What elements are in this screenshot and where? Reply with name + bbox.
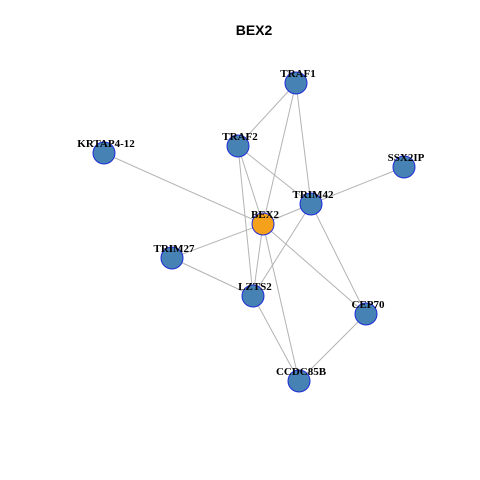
node-label: TRAF2	[222, 131, 258, 143]
node-cep70: CEP70	[352, 299, 386, 326]
node-trim27: TRIM27	[154, 243, 195, 270]
node-label: TRIM42	[293, 189, 334, 201]
node-label: BEX2	[251, 209, 280, 221]
node-circle	[241, 284, 265, 308]
node-circle	[299, 192, 323, 216]
node-label: SSX2IP	[388, 152, 425, 164]
node-bex2: BEX2	[251, 209, 280, 236]
node-label: CCDC85B	[276, 366, 327, 378]
node-label: TRAF1	[280, 68, 315, 80]
node-lzts2: LZTS2	[238, 281, 272, 308]
node-label: LZTS2	[238, 281, 272, 293]
edge-traf2-lzts2	[237, 145, 254, 297]
edge-bex2-cep70	[262, 223, 367, 315]
edge-trim42-cep70	[310, 203, 367, 315]
node-ssx2ip: SSX2IP	[388, 152, 425, 179]
edge-trim27-lzts2	[171, 257, 254, 297]
node-krtap4-12: KRTAP4-12	[77, 138, 135, 165]
node-label: KRTAP4-12	[77, 138, 135, 150]
node-traf2: TRAF2	[222, 131, 258, 158]
node-label: TRIM27	[154, 243, 195, 255]
edge-traf1-trim42	[295, 82, 312, 205]
node-circle	[251, 212, 275, 236]
node-ccdc85b: CCDC85B	[276, 366, 327, 393]
edge-lzts2-ccdc85b	[252, 295, 300, 382]
edge-bex2-lzts2	[252, 223, 264, 297]
edge-bex2-trim27	[171, 223, 264, 259]
graph-title: BEX2	[236, 22, 273, 38]
node-circle	[287, 369, 311, 393]
edge-traf2-trim42	[237, 145, 312, 205]
edge-cep70-ccdc85b	[298, 313, 367, 382]
edge-trim42-lzts2	[252, 203, 312, 297]
node-circle	[392, 155, 416, 179]
edges-layer	[103, 82, 405, 382]
edge-traf2-bex2	[237, 145, 264, 225]
edge-krtap4-12-bex2	[103, 152, 264, 225]
node-circle	[160, 246, 184, 270]
node-traf1: TRAF1	[280, 68, 316, 95]
edge-bex2-ccdc85b	[262, 223, 300, 382]
node-circle	[226, 134, 250, 158]
node-trim42: TRIM42	[293, 189, 334, 216]
node-label: CEP70	[352, 299, 386, 311]
node-circle	[92, 141, 116, 165]
edge-traf1-bex2	[262, 82, 297, 225]
edge-traf1-traf2	[237, 82, 297, 147]
edge-ssx2ip-trim42	[310, 166, 405, 205]
node-circle	[354, 302, 378, 326]
node-circle	[284, 71, 308, 95]
